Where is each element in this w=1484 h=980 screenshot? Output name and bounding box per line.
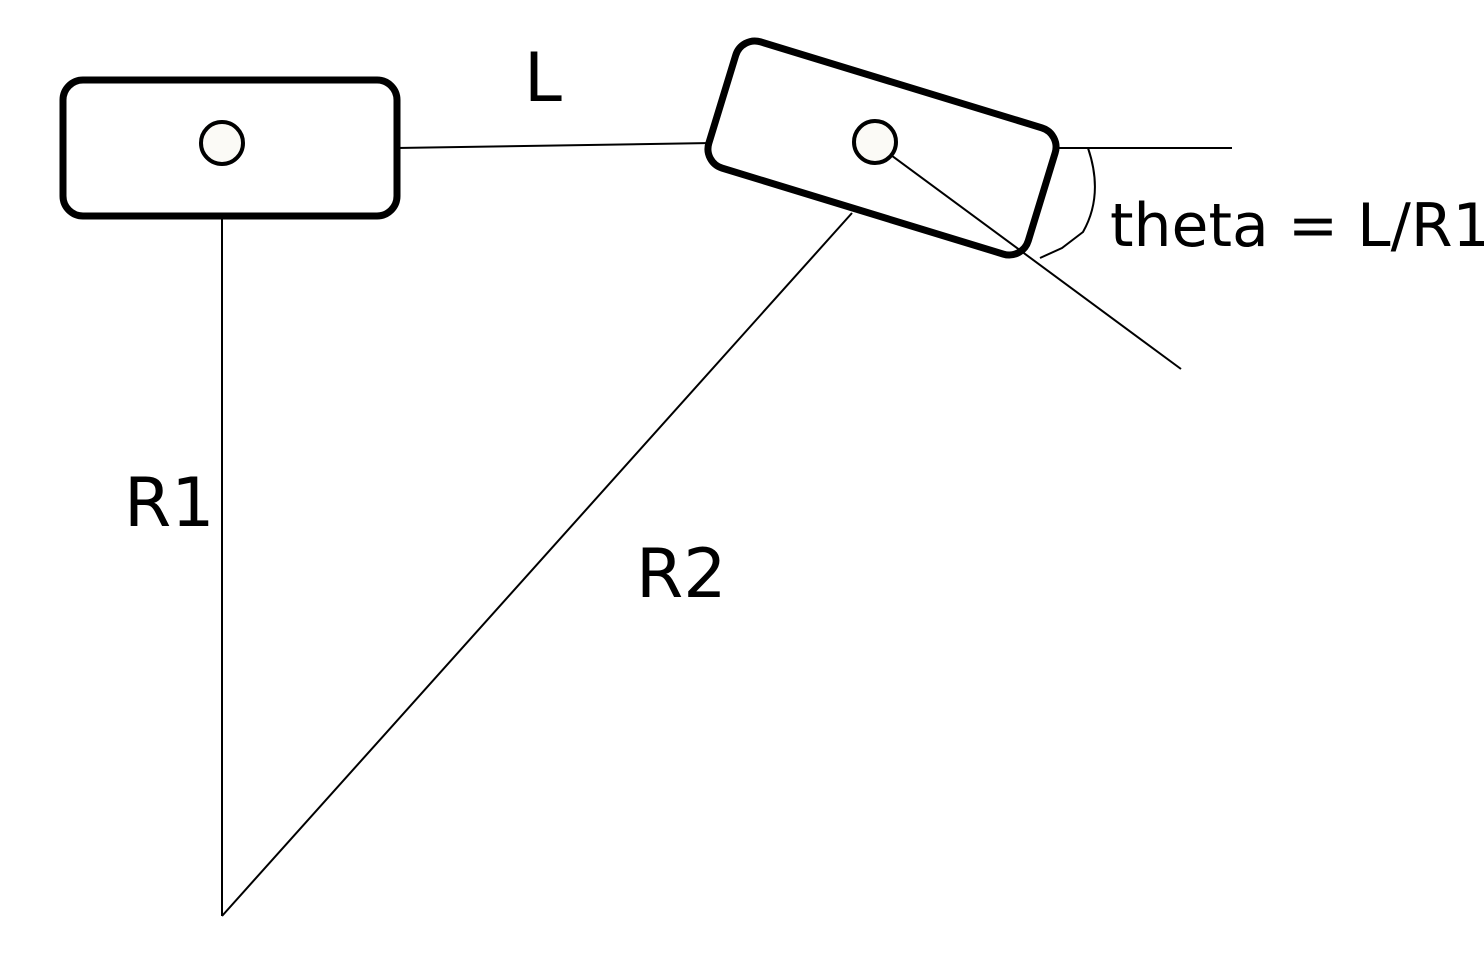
right-pivot-circle (852, 119, 898, 165)
label-r2: R2 (636, 535, 727, 614)
label-l: L (524, 39, 562, 118)
rotated-direction-line (875, 143, 1182, 370)
left-pivot-circle (199, 120, 245, 166)
label-theta-formula: theta = L/R1 (1110, 191, 1484, 261)
l-link-line (396, 142, 713, 149)
theta-angle-arc (1039, 147, 1096, 259)
r2-line (221, 212, 853, 917)
label-r1: R1 (124, 464, 215, 543)
right-rotated-block (704, 37, 1060, 259)
left-block (59, 76, 401, 220)
